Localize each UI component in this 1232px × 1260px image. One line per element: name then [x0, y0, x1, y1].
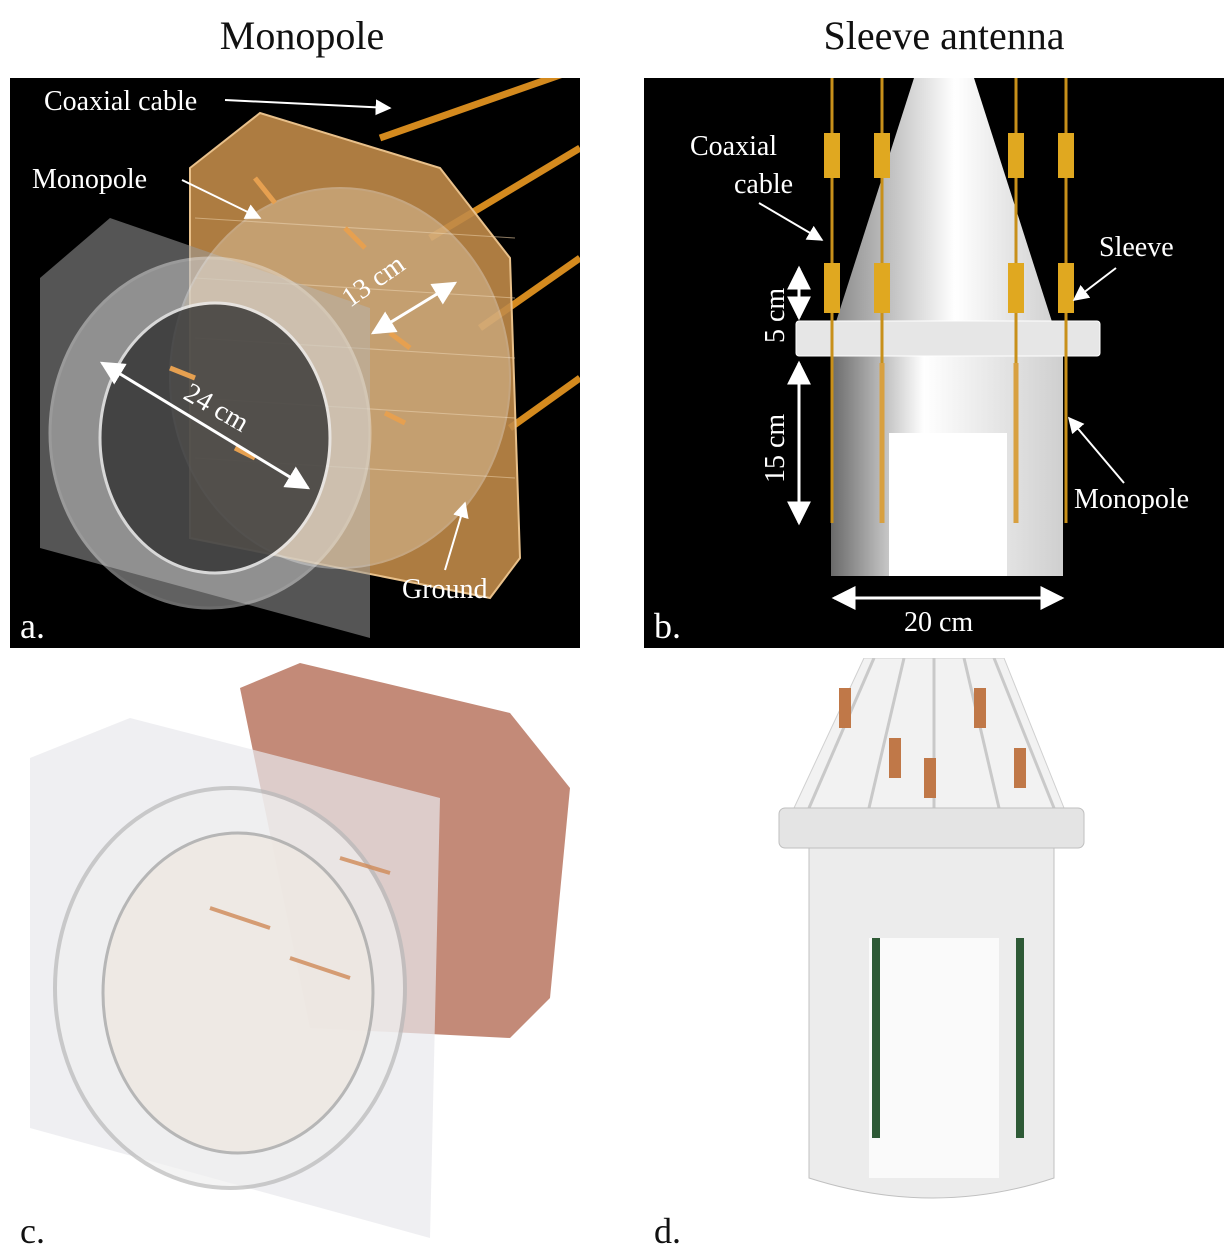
label-sleeve: Sleeve: [1099, 232, 1174, 263]
label-dim-15cm: 15 cm: [760, 414, 791, 483]
label-coaxial-cable: Coaxial cable: [44, 86, 197, 117]
cylinder-opening: [889, 433, 1007, 576]
title-monopole: Monopole: [219, 13, 385, 58]
panel-a-monopole-render: Coaxial cable Monopole 13 cm 24 cm Groun…: [10, 64, 583, 648]
label-dim-5cm: 5 cm: [760, 288, 791, 343]
panel-letter-b: b.: [654, 606, 681, 646]
label-monopole: Monopole: [32, 164, 147, 195]
panel-b-sleeve-render: Coaxial cable Sleeve Monopole 5 cm 15 cm…: [644, 78, 1224, 648]
sleeve-render-svg: Coaxial cable Sleeve Monopole 5 cm 15 cm…: [654, 78, 1189, 646]
monopole-photo-svg: c.: [20, 663, 570, 1251]
panel-letter-c: c.: [20, 1211, 45, 1248]
panel-d-sleeve-photo: d.: [644, 657, 1224, 1251]
panel-letter-d: d.: [654, 1211, 681, 1248]
label-ground: Ground: [402, 574, 488, 605]
cylinder-inner: [98, 301, 332, 575]
panel-letter-a: a.: [20, 606, 45, 646]
label-cable: cable: [734, 169, 793, 200]
title-sleeve-antenna: Sleeve antenna: [823, 13, 1065, 58]
sleeve-photo-svg: d.: [654, 657, 1085, 1251]
label-dim-20cm: 20 cm: [904, 607, 973, 638]
antenna-elements: [824, 78, 1074, 523]
label-coaxial: Coaxial: [690, 131, 777, 162]
pcb-strip-right: [1016, 938, 1024, 1138]
panel-c-monopole-photo: c.: [10, 658, 580, 1251]
label-monopole-b: Monopole: [1074, 484, 1189, 515]
collar: [778, 807, 1085, 849]
monopole-render-svg: Coaxial cable Monopole 13 cm 24 cm Groun…: [20, 64, 583, 646]
sleeve-disk: [795, 320, 1101, 357]
pcb-strip-left: [872, 938, 880, 1138]
acrylic-cylinder-inner: [101, 831, 375, 1155]
